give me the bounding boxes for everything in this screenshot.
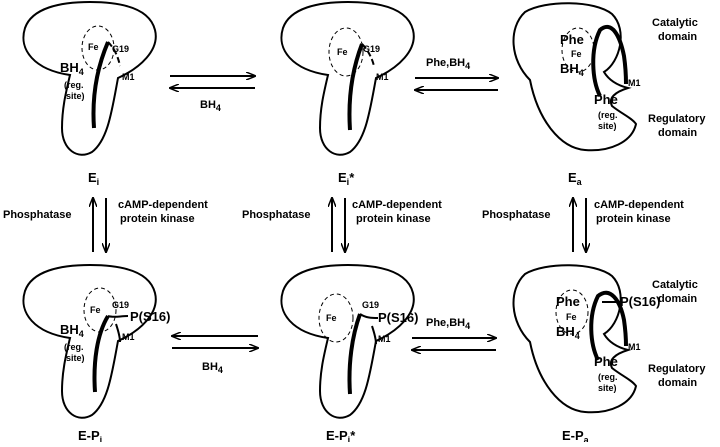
enzyme-ei: Fe G19 M1 BH4 (reg. site) [22, 0, 157, 156]
catalytic-domain-label-line2: domain [658, 31, 697, 43]
m1-label: M1 [122, 72, 135, 82]
enzyme-outline [512, 2, 638, 152]
regulatory-domain-label-line1: Regulatory [648, 363, 706, 375]
reg-site-label-line2: site) [598, 383, 617, 393]
n-terminal-strand [361, 43, 375, 67]
reg-site-label-line1: (reg. [64, 80, 84, 90]
enzyme-outline [280, 0, 415, 156]
state-label-epi: E-Pi [78, 428, 102, 442]
reg-site-label-line2: site) [598, 121, 617, 131]
fe-label: Fe [571, 49, 582, 59]
enzyme-outline [22, 0, 157, 156]
m1-label: M1 [628, 78, 641, 88]
reg-site-label-line1: (reg. [64, 342, 84, 352]
g19-label: G19 [112, 44, 129, 54]
ps16-label: P(S16) [130, 309, 170, 324]
arrow-label-bh4: BH4 [202, 361, 223, 375]
fe-label: Fe [90, 305, 101, 315]
m1-label: M1 [376, 72, 389, 82]
phe-catalytic-label: Phe [556, 294, 580, 309]
kinase-label-line1: cAMP-dependent [118, 199, 208, 211]
enzyme-outline [512, 264, 638, 414]
fe-label: Fe [566, 312, 577, 322]
enzyme-ea: Phe Fe BH4 M1 Phe (reg. site) [512, 2, 641, 152]
kinase-label-line2: protein kinase [596, 213, 671, 225]
bh4-label: BH4 [60, 322, 84, 339]
n-terminal-strand [359, 313, 379, 345]
active-site-outline [318, 293, 354, 343]
reg-site-label-line2: site) [66, 91, 85, 101]
regulatory-strand [347, 313, 362, 395]
arrow-ei-star-ea: Phe,BH4 [415, 57, 498, 90]
enzyme-epi-star: Fe G19 P(S16) M1 [280, 263, 418, 419]
enzyme-ei-star: Fe G19 M1 [280, 0, 415, 156]
phe-catalytic-label: Phe [560, 32, 584, 47]
g19-label: G19 [363, 44, 380, 54]
regulatory-strand [589, 290, 628, 361]
arrow-ea-epa: Phosphatase cAMP-dependent protein kinas… [482, 198, 684, 252]
arrow-epi-epi-star: BH4 [172, 336, 258, 375]
reg-site-label-line2: site) [66, 353, 85, 363]
arrow-ei-epi: Phosphatase cAMP-dependent protein kinas… [3, 198, 208, 252]
m1-label: M1 [378, 334, 391, 344]
state-label-ei-star: Ei* [338, 170, 355, 187]
state-label-ei: Ei [88, 170, 99, 187]
regulatory-domain-label-line2: domain [658, 127, 697, 139]
arrow-ei-star-epi-star: Phosphatase cAMP-dependent protein kinas… [242, 198, 442, 252]
regulatory-strand [347, 43, 364, 131]
phe-regulatory-label: Phe [594, 92, 618, 107]
phosphatase-label: Phosphatase [3, 209, 71, 221]
catalytic-domain-label-line2: domain [658, 293, 697, 305]
active-site-outline [555, 289, 589, 335]
arrow-epi-star-epa: Phe,BH4 [412, 317, 496, 350]
fe-label: Fe [337, 47, 348, 57]
ps16-label: P(S16) [378, 310, 418, 325]
kinase-label-line1: cAMP-dependent [352, 199, 442, 211]
regulatory-domain-label-line2: domain [658, 377, 697, 389]
arrow-label-phe-bh4: Phe,BH4 [426, 317, 470, 331]
enzyme-outline [22, 263, 157, 419]
kinase-label-line1: cAMP-dependent [594, 199, 684, 211]
regulatory-strand [92, 314, 110, 393]
g19-label: G19 [362, 300, 379, 310]
m1-label: M1 [628, 342, 641, 352]
m1-label: M1 [122, 332, 135, 342]
kinase-label-line2: protein kinase [120, 213, 195, 225]
fe-label: Fe [326, 313, 337, 323]
regulatory-strand [91, 41, 110, 129]
active-site-outline [328, 27, 364, 77]
bh4-label: BH4 [60, 60, 84, 77]
n-terminal-strand [107, 315, 129, 343]
arrow-label-bh4: BH4 [200, 99, 221, 113]
phosphatase-label: Phosphatase [242, 209, 310, 221]
state-label-epi-star: E-Pi* [326, 428, 356, 442]
kinase-label-line2: protein kinase [356, 213, 431, 225]
regulatory-strand [591, 25, 628, 97]
state-label-epa: E-Pa [562, 428, 590, 442]
enzyme-outline [280, 263, 415, 419]
catalytic-domain-label-line1: Catalytic [652, 279, 698, 291]
bh4-label: BH4 [560, 61, 584, 78]
g19-label: G19 [112, 300, 129, 310]
state-label-ea: Ea [568, 170, 583, 187]
bh4-label: BH4 [556, 324, 580, 341]
reg-site-label-line1: (reg. [598, 372, 618, 382]
phosphatase-label: Phosphatase [482, 209, 550, 221]
arrow-label-phe-bh4: Phe,BH4 [426, 57, 470, 71]
fe-label: Fe [88, 42, 99, 52]
enzyme-epa: Phe Fe BH4 P(S16) M1 Phe (reg. site) [512, 264, 660, 414]
catalytic-domain-label-line1: Catalytic [652, 17, 698, 29]
n-terminal-strand [107, 41, 121, 67]
regulatory-domain-label-line1: Regulatory [648, 113, 706, 125]
phe-regulatory-label: Phe [594, 354, 618, 369]
arrow-ei-ei-star: BH4 [170, 76, 255, 113]
ps16-label: P(S16) [620, 294, 660, 309]
enzyme-epi: Fe G19 P(S16) M1 BH4 (reg. site) [22, 263, 170, 419]
reg-site-label-line1: (reg. [598, 110, 618, 120]
